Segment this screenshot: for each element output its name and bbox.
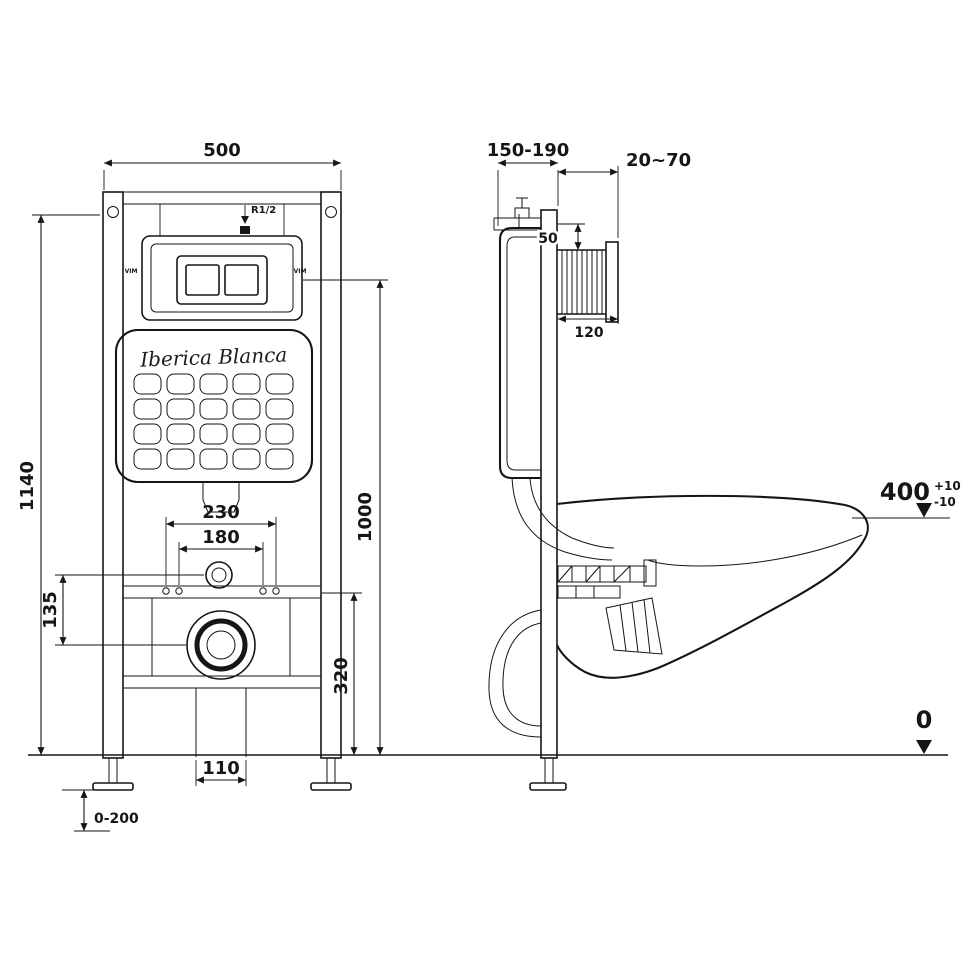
- dim-plate-size: 120: [558, 314, 619, 341]
- flush-plate-bellows: [557, 241, 619, 323]
- side-mark-right: VIM: [294, 268, 307, 275]
- flush-pipe: [202, 482, 240, 513]
- dim-front-width: 500: [103, 140, 342, 190]
- flush-plate-assembly: VIM VIM: [125, 235, 307, 321]
- fixing-bolts: [162, 587, 280, 595]
- dim-outlet-height: 320: [322, 592, 362, 755]
- dim-front-height: 1140: [17, 214, 100, 755]
- drain-outlet: [186, 610, 256, 757]
- down-arrow-icon: [241, 216, 249, 224]
- datum-floor-level: 0: [916, 706, 933, 754]
- water-supply-connection: R1/2: [240, 205, 276, 234]
- toilet-bowl-profile: [556, 494, 869, 679]
- dim-frame-depth: 150-190: [487, 140, 570, 226]
- dim-label-400: 400: [880, 478, 930, 506]
- dim-label-230: 230: [202, 502, 240, 523]
- cistern-tank: Iberica Blanca: [114, 328, 314, 484]
- dim-bolt-span: 180: [178, 527, 264, 585]
- dim-label-0: 0: [916, 706, 933, 734]
- dim-flush-height: 1000: [303, 279, 388, 755]
- dim-label-150-190: 150-190: [487, 140, 570, 161]
- dim-label-50: 50: [538, 231, 558, 247]
- side-mark-left: VIM: [125, 268, 138, 275]
- brand-logo: Iberica Blanca: [139, 342, 288, 371]
- dim-label-320: 320: [331, 657, 352, 695]
- waste-elbow: [488, 609, 542, 738]
- top-mounting-bracket: [493, 197, 541, 231]
- flush-plate-cap: [605, 241, 619, 323]
- water-inlet: [205, 561, 233, 589]
- frame-feet: [92, 757, 352, 791]
- dim-outlet-width: 110: [195, 758, 247, 786]
- side-rail: [529, 209, 567, 791]
- mounting-hardware: [557, 559, 657, 599]
- datum-rim-height: 400 +10 -10: [852, 478, 961, 519]
- dim-label-180: 180: [202, 527, 240, 548]
- dim-label-tol-minus: -10: [934, 495, 956, 509]
- dim-label-1140: 1140: [17, 461, 38, 511]
- dim-foot-range: 0-200: [62, 789, 139, 832]
- front-view: R1/2 VIM VIM Iberica Blanca: [17, 140, 388, 832]
- dim-inlet-drop: 135: [40, 574, 204, 646]
- dim-label-120: 120: [574, 325, 603, 341]
- dim-label-500: 500: [203, 140, 241, 161]
- floor-triangle-icon: [916, 740, 932, 754]
- outlet-cone: [605, 597, 663, 655]
- flush-bend-pipe: [511, 477, 615, 561]
- dim-top-gap: 50: [536, 223, 585, 251]
- dim-inlet-span: 230: [165, 502, 277, 585]
- supply-size-label: R1/2: [251, 205, 276, 216]
- dim-plate-depth: 20~70: [558, 150, 691, 238]
- dim-label-0-200: 0-200: [94, 811, 139, 827]
- flush-button-full: [224, 264, 259, 296]
- flush-button-half: [185, 264, 220, 296]
- side-view: 150-190 20~70 50 120 400 +10 -10: [487, 140, 961, 791]
- dim-label-20-70: 20~70: [626, 150, 691, 171]
- cistern-side: [498, 214, 541, 480]
- dim-label-110: 110: [202, 758, 240, 779]
- datum-triangle-icon: [916, 503, 932, 518]
- dim-label-tol-plus: +10: [934, 479, 961, 493]
- dim-label-1000: 1000: [355, 492, 376, 542]
- tank-grid-pattern: [133, 373, 294, 470]
- cross-members: [123, 585, 321, 689]
- supply-port: [240, 226, 250, 234]
- dim-label-135: 135: [40, 591, 61, 629]
